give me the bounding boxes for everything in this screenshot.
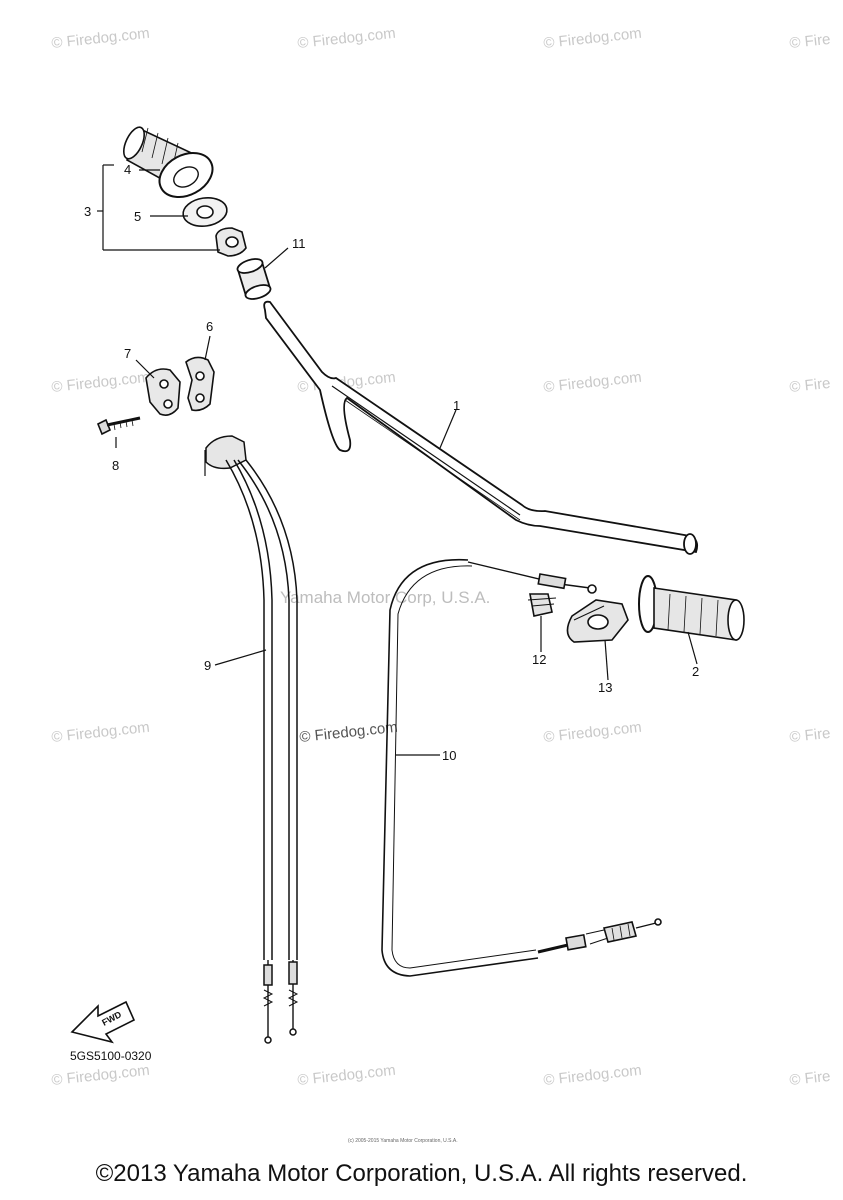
left-grip-drawing <box>122 126 214 199</box>
copyright-notice: ©2013 Yamaha Motor Corporation, U.S.A. A… <box>95 1160 748 1187</box>
collar-drawing <box>182 197 228 227</box>
callout-4: 4 <box>124 162 131 177</box>
callout-1: 1 <box>453 398 460 413</box>
callout-7: 7 <box>124 346 131 361</box>
watermark-edge: © Fire <box>789 375 832 396</box>
sleeve-drawing <box>236 258 272 300</box>
callout-13: 13 <box>598 680 612 695</box>
leader-lines <box>97 164 698 756</box>
forward-arrow-icon: FWD <box>70 1000 136 1044</box>
callout-3: 3 <box>84 204 91 219</box>
watermark: © Firedog.com <box>543 1062 643 1089</box>
callout-10: 10 <box>442 748 456 763</box>
watermark: © Firedog.com <box>51 1062 151 1089</box>
callout-2: 2 <box>692 664 699 679</box>
clamp-drawing <box>145 356 215 416</box>
callout-5: 5 <box>134 209 141 224</box>
bolt-drawing <box>96 416 141 436</box>
right-grip-drawing <box>638 575 745 641</box>
watermark: © Firedog.com <box>543 719 643 746</box>
watermark: © Firedog.com <box>51 369 151 396</box>
tiny-notice: (c) 2005-2015 Yamaha Motor Corporation, … <box>348 1138 458 1144</box>
watermark-edge: © Fire <box>789 31 832 52</box>
adjuster-drawing <box>527 593 557 617</box>
center-watermark: Yamaha Motor Corp, U.S.A. <box>280 588 490 607</box>
handlebar-drawing <box>263 300 699 555</box>
callout-9: 9 <box>204 658 211 673</box>
dark-watermark: © Firedog.com <box>299 719 399 746</box>
callout-11: 11 <box>292 236 306 251</box>
watermark: © Firedog.com <box>51 25 151 52</box>
watermark-edge: © Fire <box>789 1068 832 1089</box>
callout-8: 8 <box>112 458 119 473</box>
watermark-edge: © Fire <box>789 725 832 746</box>
diagram-code: 5GS5100-0320 <box>70 1049 152 1063</box>
watermark: © Firedog.com <box>543 25 643 52</box>
watermark: © Firedog.com <box>543 369 643 396</box>
lever-holder-drawing <box>566 599 629 643</box>
callout-12: 12 <box>532 652 546 667</box>
callout-6: 6 <box>206 319 213 334</box>
callouts: 1 2 3 4 5 6 7 8 9 10 11 12 13 <box>84 162 699 763</box>
watermark: © Firedog.com <box>297 25 397 52</box>
watermark: © Firedog.com <box>297 1062 397 1089</box>
clutch-cable-drawing <box>381 558 662 977</box>
watermark: © Firedog.com <box>51 719 151 746</box>
throttle-collar-drawing <box>215 227 247 257</box>
throttle-cables-drawing <box>204 435 299 1044</box>
